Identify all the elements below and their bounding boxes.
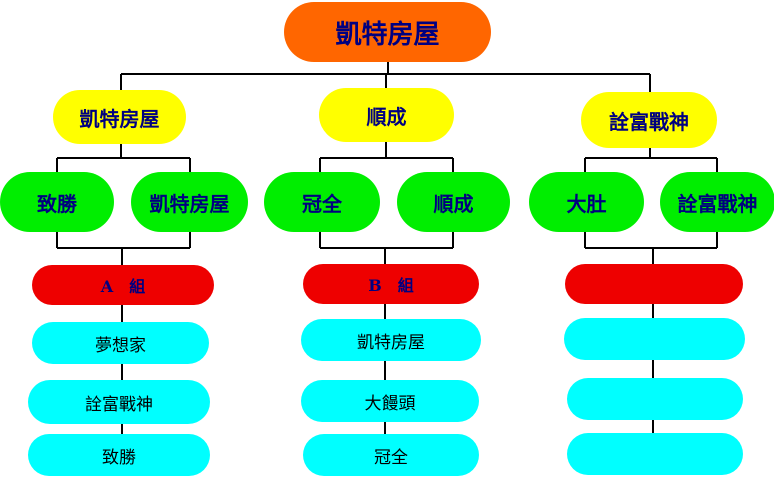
group-a-team-1: 夢想家 — [32, 322, 209, 364]
semi-node-2a: 冠全 — [264, 172, 380, 232]
group-a-team-3: 致勝 — [28, 434, 210, 476]
semi-node-1b: 凱特房屋 — [131, 172, 248, 232]
group-b-header: B 組 — [303, 264, 479, 304]
group-a-team-2: 詮富戰神 — [28, 380, 210, 424]
group-b-team-1: 凱特房屋 — [301, 319, 481, 361]
group-a-header: A 組 — [32, 265, 214, 305]
final-node-3: 詮富戰神 — [581, 92, 717, 148]
group-c-team-1 — [564, 318, 745, 360]
semi-node-3b: 詮富戰神 — [660, 172, 774, 232]
group-b-team-3: 冠全 — [303, 434, 479, 476]
group-b-team-2: 大饅頭 — [301, 380, 479, 422]
group-c-team-2 — [567, 378, 743, 420]
semi-node-2b: 順成 — [397, 172, 510, 232]
group-c-team-3 — [567, 433, 743, 475]
semi-node-1a: 致勝 — [0, 172, 114, 232]
final-node-1: 凱特房屋 — [53, 90, 186, 144]
group-c-header — [565, 264, 743, 304]
semi-node-3a: 大肚 — [529, 172, 644, 232]
final-node-2: 順成 — [319, 88, 454, 142]
champion-node: 凱特房屋 — [284, 2, 491, 62]
